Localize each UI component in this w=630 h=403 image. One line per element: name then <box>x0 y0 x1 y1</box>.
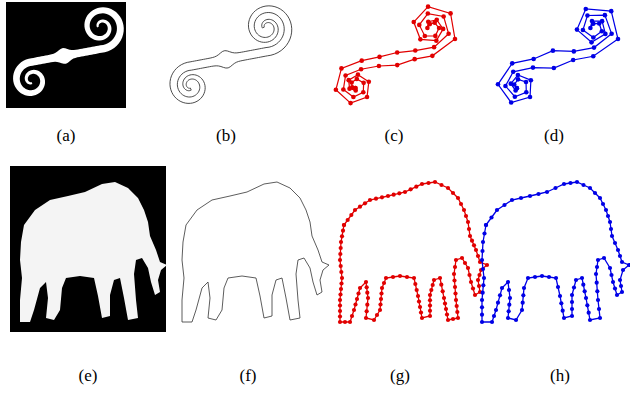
panel-label: (b) <box>216 126 236 146</box>
elephant-silhouette <box>20 182 167 322</box>
panel-label: (c) <box>385 126 404 146</box>
panel-label: (h) <box>550 366 570 386</box>
black-background <box>10 166 166 332</box>
elephant-contour <box>182 182 329 322</box>
spiral-contour <box>170 6 292 104</box>
panel-label: (f) <box>240 366 257 386</box>
panel-label: (e) <box>79 366 98 386</box>
black-background <box>6 2 126 108</box>
elephant-blue-polygon <box>482 182 629 322</box>
spiral-red-polygon <box>336 7 455 103</box>
panel-label: (g) <box>390 366 410 386</box>
spiral-blue-polygon <box>498 9 618 103</box>
panel-label: (a) <box>57 126 76 146</box>
spiral-silhouette <box>13 7 124 96</box>
elephant-red-polygon <box>340 182 487 322</box>
panel-label: (d) <box>544 126 564 146</box>
